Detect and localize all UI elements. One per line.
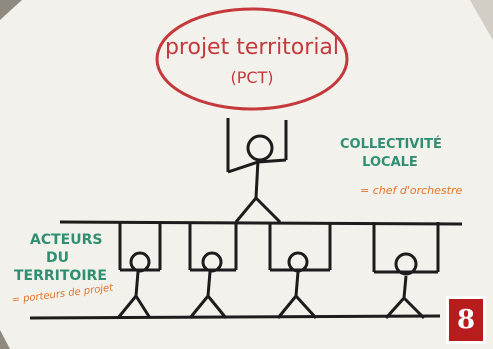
ellipse-title: projet territorial (165, 35, 339, 60)
left-label-line2: DU (46, 250, 69, 266)
ellipse-subtitle: (PCT) (230, 68, 273, 87)
left-label-line3: TERRITOIRE (14, 268, 107, 284)
left-label-line1: ACTEURS (30, 232, 102, 248)
ground-line (30, 316, 440, 318)
right-label-line1: COLLECTIVITÉ (340, 136, 442, 152)
right-label-line2: LOCALE (362, 155, 418, 170)
right-sublabel: = chef d'orchestre (360, 184, 462, 197)
page-number-badge: 8 (446, 296, 486, 344)
